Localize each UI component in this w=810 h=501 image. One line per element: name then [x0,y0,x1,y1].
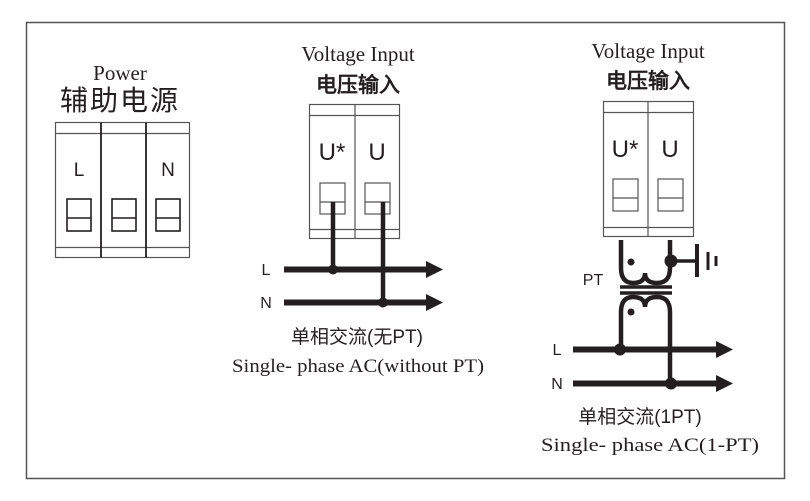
vi2-caption-en: Single- phase AC(1-PT) [541,435,759,456]
vi2-line-l-label: L [553,342,562,359]
vi2-line-n-label: N [551,376,563,393]
vi1-title-cn: 电压输入 [316,73,400,97]
pt-polarity-dot-primary [627,258,635,266]
vi1-junction-l [328,264,338,275]
vi2-arrow-l [716,341,733,358]
power-terminal-block: L N [54,121,191,259]
ground-icon [664,244,718,277]
power-title-cn: 辅助电源 [60,84,180,117]
power-terminal-l-label: L [74,160,85,181]
voltage-input-no-pt-section: Voltage Input 电压输入 U* U L N [232,42,484,377]
vi1-line-n-label: N [260,295,272,312]
pt-primary-winding [618,240,673,286]
power-title-en: Power [93,61,147,85]
vi1-caption-en: Single- phase AC(without PT) [232,356,484,377]
vi2-caption-cn: 单相交流(1PT) [578,406,702,428]
vi2-screw-u [657,178,684,212]
power-section: Power 辅助电源 L N [54,61,191,259]
vi1-terminal-block: U* U [308,103,401,240]
vi2-terminal-ustar-label: U* [612,136,639,163]
vi2-junction-n [665,377,677,390]
vi2-terminal-u-label: U [661,136,678,163]
power-screw-mid [111,198,137,232]
power-screw-l [66,198,92,232]
vi2-junction-l [614,343,626,356]
voltage-input-1pt-section: Voltage Input 电压输入 U* U [541,39,759,456]
vi2-arrow-n [716,375,733,392]
vi2-title-cn: 电压输入 [606,69,690,93]
power-terminal-n-label: N [161,160,175,181]
vi1-terminal-u-label: U [368,139,385,166]
vi1-title-en: Voltage Input [301,42,415,66]
pt-secondary-winding [618,294,673,384]
potential-transformer-symbol: PT [583,240,673,384]
vi1-junction-n [378,297,388,308]
vi2-screw-ustar [612,178,639,212]
power-screw-n [155,198,181,232]
vi2-terminal-block: U* U [602,100,695,238]
vi1-screw-u [364,182,391,215]
diagram-frame [25,21,786,480]
vi1-terminal-ustar-label: U* [319,139,346,166]
pt-polarity-dot-secondary [627,308,635,316]
pt-label: PT [583,272,604,289]
vi1-arrow-n [426,294,443,311]
vi1-arrow-l [426,261,443,278]
vi1-caption-cn: 单相交流(无PT) [291,326,423,348]
vi2-title-en: Voltage Input [591,39,705,63]
vi1-line-l-label: L [262,262,271,279]
